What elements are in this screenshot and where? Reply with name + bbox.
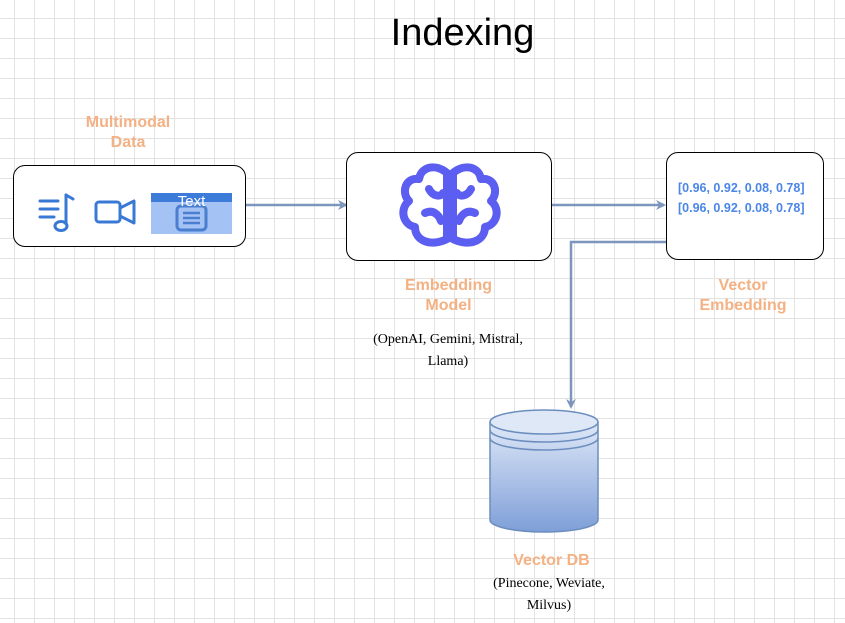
audio-list-icon (38, 193, 75, 232)
vector-row: [0.96, 0.92, 0.08, 0.78] (678, 181, 805, 195)
vector-db-label: Vector DB (513, 552, 590, 569)
vector-row: [0.96, 0.92, 0.08, 0.78] (678, 201, 805, 215)
embedding-model-box[interactable] (346, 152, 552, 261)
vector-list: [0.96, 0.92, 0.08, 0.78] [0.96, 0.92, 0.… (678, 178, 804, 218)
multimodal-data-label: Multimodal Data (85, 114, 171, 151)
diagram-title: Indexing (390, 12, 535, 54)
embedding-model-note: (OpenAI, Gemini, Mistral, Llama) (373, 332, 523, 369)
vector-db-note: (Pinecone, Weviate, Milvus) (493, 576, 605, 613)
video-camera-icon (94, 199, 136, 225)
text-icon-label: Text (177, 193, 206, 210)
arrow-embedding-to-db (566, 240, 667, 409)
text-document-icon (151, 193, 232, 234)
multimodal-icons (38, 193, 232, 234)
vector-embedding-label: Vector Embedding (699, 277, 787, 314)
vector-embedding-box[interactable]: [0.96, 0.92, 0.08, 0.78] [0.96, 0.92, 0.… (666, 152, 824, 260)
embedding-model-label: Embedding Model (404, 277, 493, 314)
multimodal-data-box[interactable]: Text (13, 165, 246, 247)
brain-icon (399, 163, 501, 247)
